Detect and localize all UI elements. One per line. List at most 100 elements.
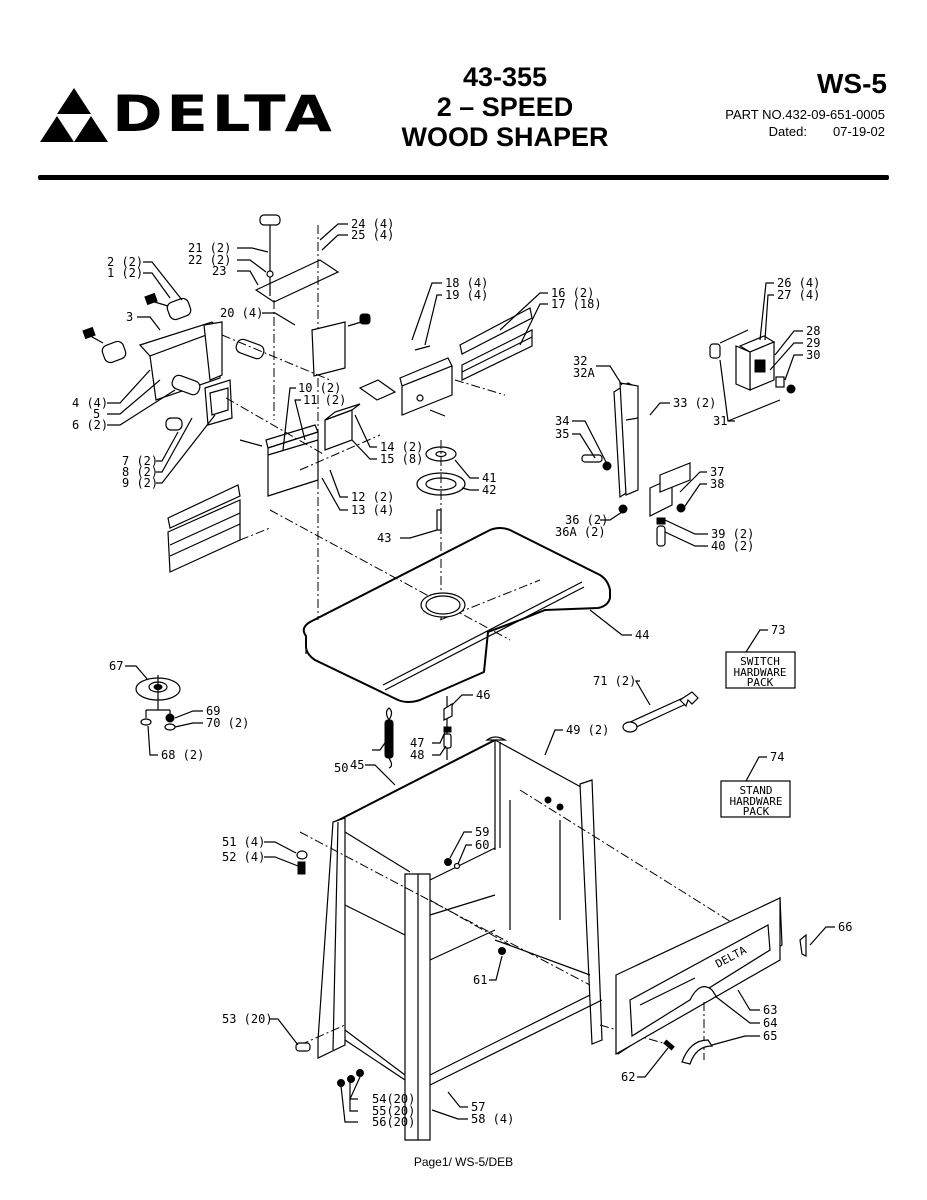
callout-24: 24 (4)	[351, 217, 394, 231]
callout-59: 59	[475, 825, 489, 839]
callout-61: 61	[473, 973, 487, 987]
fence-facing-part	[167, 484, 241, 573]
callout-11: 11 (2)	[303, 393, 346, 407]
part-number: PART NO.432-09-651-0005	[725, 107, 885, 122]
callout-15: 15 (8)	[380, 452, 423, 466]
stand-hardware-pack: STAND HARDWARE PACK	[720, 780, 791, 818]
brand-name: DELTA	[112, 85, 336, 143]
callout-62: 62	[621, 1070, 635, 1084]
callout-6: 6 (2)	[72, 418, 108, 432]
title-line-2: WOOD SHAPER	[401, 122, 609, 152]
callout-29: 29	[806, 336, 820, 350]
switch-hardware-pack: SWITCH HARDWARE PACK	[725, 651, 796, 689]
right-fence-part	[399, 357, 453, 417]
callout-12: 12 (2)	[351, 490, 394, 504]
header-rule	[38, 175, 889, 180]
delta-logo: DELTA	[40, 86, 332, 142]
callout-56: 56(20)	[372, 1115, 415, 1129]
callout-42: 42	[482, 483, 496, 497]
model-number: 43-355	[462, 62, 548, 92]
callout-68: 68 (2)	[161, 748, 204, 762]
callout-8: 8 (2)	[122, 465, 158, 479]
callout-74: 74	[770, 750, 784, 764]
callout-43: 43	[377, 531, 391, 545]
callout-34: 34	[555, 414, 569, 428]
callout-26: 26 (4)	[777, 276, 820, 290]
stand-pack-line-3: PACK	[743, 805, 770, 818]
callout-36a: 36A (2)	[555, 525, 606, 539]
callout-45: 45	[350, 758, 364, 772]
callout-64: 64	[763, 1016, 777, 1030]
switch-pack-line-1: SWITCH	[740, 655, 780, 668]
page-footer: Page1/ WS-5/DEB	[413, 1155, 514, 1169]
callout-71: 71 (2)	[593, 674, 636, 688]
callout-65: 65	[763, 1029, 777, 1043]
callout-27: 27 (4)	[777, 288, 820, 302]
guard-bracket-part	[138, 321, 223, 401]
callout-1: 1 (2)	[107, 266, 143, 280]
callout-19: 19 (4)	[445, 288, 488, 302]
callout-23: 23	[212, 264, 226, 278]
callout-40: 40 (2)	[711, 539, 754, 553]
callout-39: 39 (2)	[711, 527, 754, 541]
callout-48: 48	[410, 748, 424, 762]
spindle-pin-part	[436, 440, 442, 620]
callout-73: 73	[771, 623, 785, 637]
callout-2: 2 (2)	[107, 255, 143, 269]
stand-pack-line-2: HARDWARE	[730, 795, 783, 808]
bracket-46-part	[443, 696, 453, 760]
callout-18: 18 (4)	[445, 276, 488, 290]
stand-pack-line-1: STAND	[739, 784, 772, 797]
callout-30: 30	[806, 348, 820, 362]
leader-lines	[107, 223, 835, 1123]
callout-37: 37	[710, 465, 724, 479]
spring-part	[384, 707, 394, 769]
callout-44: 44	[635, 628, 649, 642]
callout-52: 52 (4)	[222, 850, 265, 864]
dated-value: 07-19-02	[832, 124, 885, 139]
left-fence-part	[265, 321, 346, 497]
callout-47: 47	[410, 736, 424, 750]
right-facing-part	[459, 307, 533, 381]
callout-5: 5	[93, 407, 100, 421]
callout-58: 58 (4)	[471, 1112, 514, 1126]
callout-55: 55(20)	[372, 1104, 415, 1118]
dated-label: Dated:	[768, 124, 807, 139]
callout-3: 3	[126, 310, 133, 324]
hold-down-knob-part	[82, 292, 192, 364]
callout-20: 20 (4)	[220, 306, 263, 320]
callout-25: 25 (4)	[351, 228, 394, 242]
callout-32a: 32A	[573, 366, 595, 380]
callout-32: 32	[573, 354, 587, 368]
delta-triangles-icon	[40, 88, 108, 142]
callout-46: 46	[476, 688, 490, 702]
switch-pack-line-3: PACK	[747, 676, 774, 689]
stand-frame-part	[317, 736, 603, 1141]
title-block: 43-355 2 – SPEED WOOD SHAPER	[380, 62, 630, 152]
callout-13: 13 (4)	[351, 503, 394, 517]
wrench-part	[622, 691, 699, 733]
miter-gauge-part	[135, 675, 181, 731]
front-panel-part: DELTA	[615, 896, 807, 1065]
callout-31: 31	[713, 414, 727, 428]
callout-54: 54(20)	[372, 1092, 415, 1106]
table-top-part	[302, 527, 611, 703]
callout-50: 50	[334, 761, 348, 775]
callout-57: 57	[471, 1100, 485, 1114]
callout-63: 63	[763, 1003, 777, 1017]
callout-10: 10 (2)	[298, 381, 341, 395]
callout-41: 41	[482, 471, 496, 485]
date-line: Dated: 07-19-02	[769, 124, 885, 139]
callout-66: 66	[838, 920, 852, 934]
callout-7: 7 (2)	[122, 454, 158, 468]
lock-handle-part	[239, 313, 431, 447]
switch-box-part	[709, 335, 796, 394]
callout-36: 36 (2)	[565, 513, 608, 527]
callout-70: 70 (2)	[206, 716, 249, 730]
callout-16: 16 (2)	[551, 286, 594, 300]
callout-17: 17 (18)	[551, 297, 602, 311]
callout-22: 22 (2)	[188, 253, 231, 267]
callout-28: 28	[806, 324, 820, 338]
callout-51: 51 (4)	[222, 835, 265, 849]
callout-14: 14 (2)	[380, 440, 423, 454]
